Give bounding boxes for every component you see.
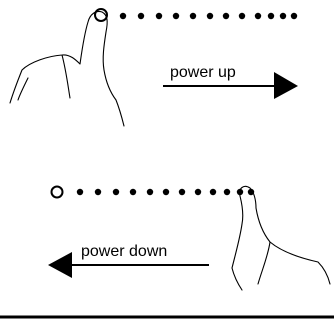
dot [120,13,126,19]
dot [179,189,185,195]
dot [207,13,213,19]
dot [163,189,169,195]
dot [156,13,162,19]
power-up-panel: power up [10,9,298,126]
dot [138,13,144,19]
open-circle-icon [52,187,63,198]
power-up-label: power up [170,64,236,81]
dot [291,13,297,19]
dot [195,189,201,195]
dot [223,13,229,19]
dot-track-top [120,13,297,19]
dot [268,13,274,19]
dot [147,189,153,195]
power-down-label: power down [81,243,167,260]
dot [190,13,196,19]
dot [255,13,261,19]
dot [239,13,245,19]
dot [95,189,101,195]
dot [224,189,230,195]
finger-hand-icon [232,186,330,290]
finger-hand-icon [10,11,124,126]
dot [280,13,286,19]
dot [173,13,179,19]
dot [210,189,216,195]
power-down-panel: power down [48,186,330,290]
dot [113,189,119,195]
dot-track-bottom [77,189,254,195]
dot [77,189,83,195]
dot [130,189,136,195]
